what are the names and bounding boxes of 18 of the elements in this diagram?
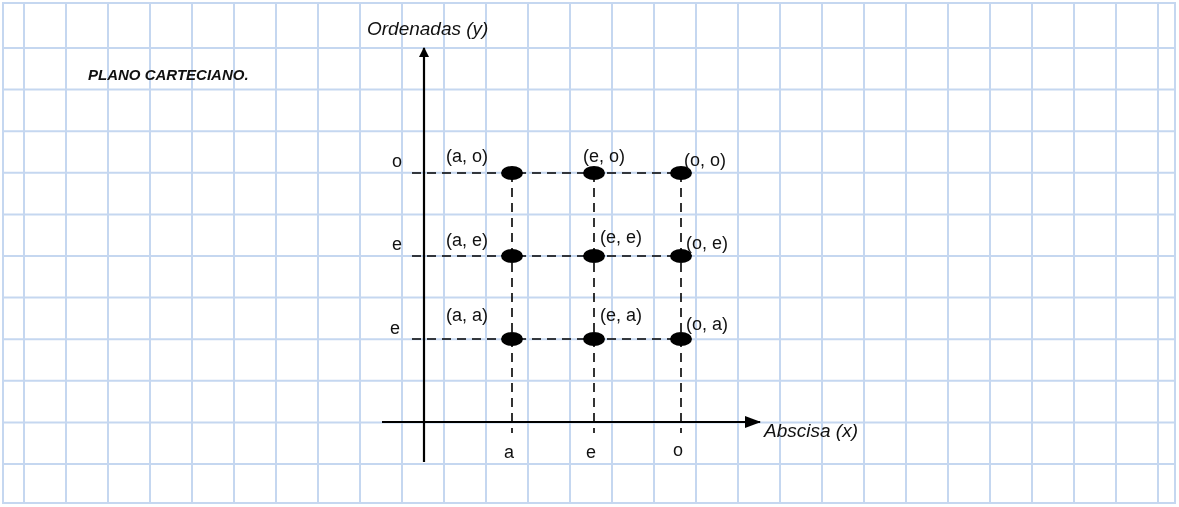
point-label: (a, e) [446, 231, 488, 249]
tick-label: o [673, 441, 683, 459]
point-label: (e, o) [583, 147, 625, 165]
chart-title: PLANO CARTECIANO. [88, 67, 249, 82]
point-label: (o, o) [684, 151, 726, 169]
tick-label: e [392, 235, 402, 253]
tick-label: a [504, 443, 514, 461]
point-label: (a, o) [446, 147, 488, 165]
axis-title: Ordenadas (y) [367, 19, 489, 38]
point-label: (e, e) [600, 228, 642, 246]
tick-label: e [586, 443, 596, 461]
point-label: (o, e) [686, 234, 728, 252]
tick-label: o [392, 152, 402, 170]
point-label: (e, a) [600, 306, 642, 324]
point-label: (o, a) [686, 315, 728, 333]
axis-title: Abscisa (x) [764, 421, 858, 440]
point-label: (a, a) [446, 306, 488, 324]
tick-label: e [390, 319, 400, 337]
